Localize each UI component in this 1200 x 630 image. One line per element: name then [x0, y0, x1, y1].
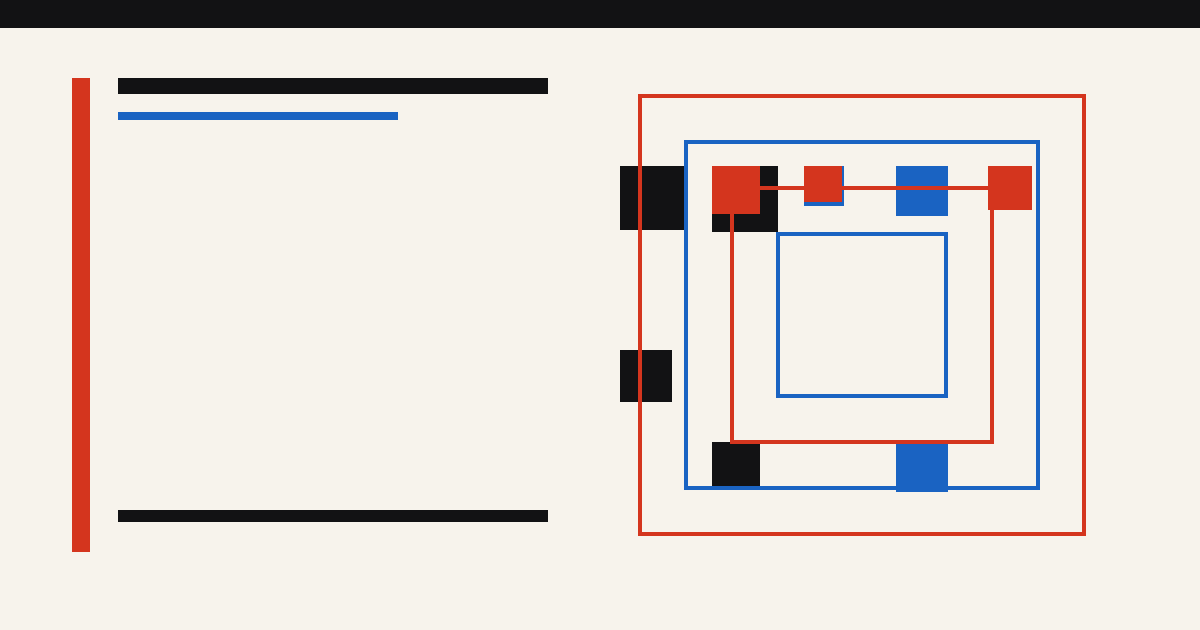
- red-block: [804, 166, 842, 202]
- black-block: [712, 442, 760, 490]
- subtitle-placeholder-bar: [118, 112, 398, 120]
- blue-block: [896, 442, 948, 492]
- outer-red-square: [638, 94, 1086, 536]
- inner-red-square: [730, 186, 994, 444]
- black-block: [620, 166, 686, 230]
- black-block: [620, 350, 672, 402]
- middle-blue-square: [684, 140, 1040, 490]
- red-block: [712, 166, 760, 214]
- red-accent-rule: [72, 78, 90, 552]
- inner-blue-square: [776, 232, 948, 398]
- title-placeholder-bar: [118, 78, 548, 94]
- blue-block: [896, 166, 948, 216]
- top-bar: [0, 0, 1200, 28]
- red-block: [988, 166, 1032, 210]
- footer-placeholder-bar: [118, 510, 548, 522]
